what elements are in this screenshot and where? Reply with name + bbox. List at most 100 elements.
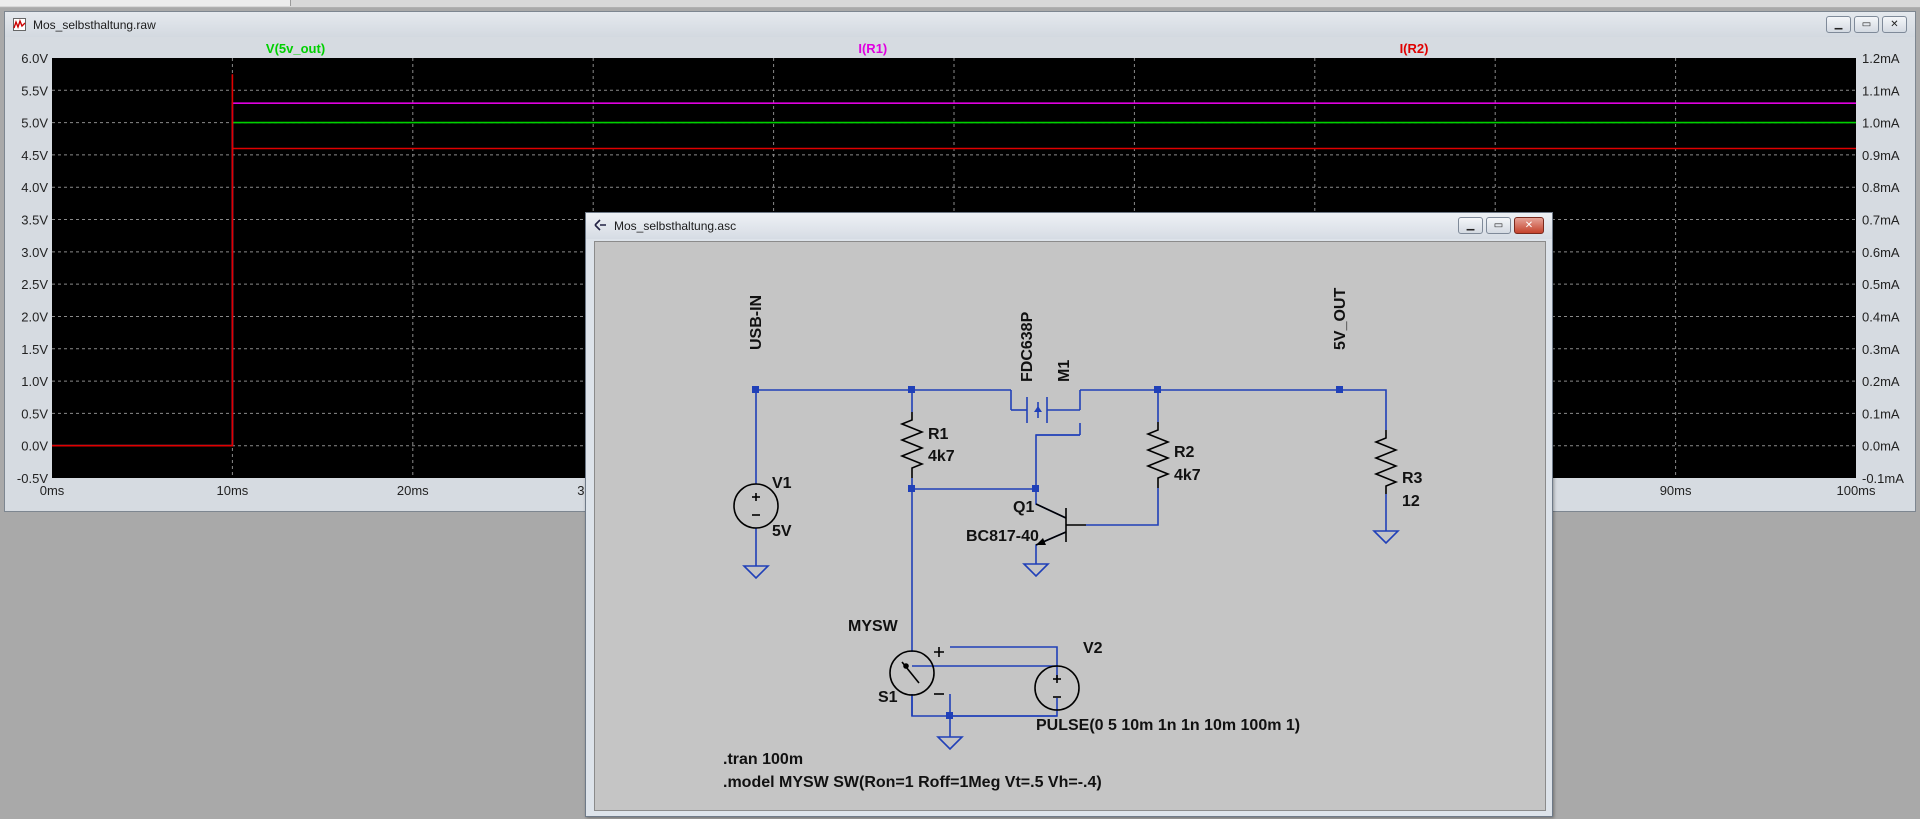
maximize-icon: ▭ [1493,219,1504,231]
schematic-wires [755,389,1387,737]
schematic-titlebar[interactable]: Mos_selbsthaltung.asc ▁ ▭ ✕ [586,213,1552,239]
y-left-tick-label: 3.0V [21,245,48,260]
close-button[interactable]: ✕ [1514,217,1544,234]
ground-icon [1372,530,1400,545]
ground-icon [1022,563,1050,578]
plot-traces [52,74,1856,447]
maximize-button[interactable]: ▭ [1854,16,1879,33]
y-left-tick-label: 0.5V [21,406,48,421]
y-left-tick-label: -0.5V [17,471,48,486]
close-icon: ✕ [1890,18,1899,30]
r3-name-label: R3 [1402,470,1423,487]
waveform-app-icon [13,18,26,31]
waveform-window-title: Mos_selbsthaltung.raw [33,18,156,32]
y-right-tick-label: 0.6mA [1862,245,1900,260]
schematic-window: Mos_selbsthaltung.asc ▁ ▭ ✕ [585,212,1553,817]
x-tick-label: 90ms [1660,483,1692,498]
directive-tran: .tran 100m [723,751,803,768]
y-left-tick-label: 6.0V [21,51,48,66]
ground-icon [742,565,770,580]
directive-model: .model MYSW SW(Ron=1 Roff=1Meg Vt=.5 Vh=… [723,774,1102,791]
y-left-tick-label: 4.5V [21,148,48,163]
y-left-tick-label: 2.5V [21,277,48,292]
minimize-button[interactable]: ▁ [1458,217,1483,234]
ground-icon [936,736,964,751]
maximize-button[interactable]: ▭ [1486,217,1511,234]
r2-value-label: 4k7 [1174,467,1201,484]
y-right-tick-label: 0.9mA [1862,148,1900,163]
x-tick-label: 100ms [1836,483,1876,498]
v1-name-label: V1 [772,475,792,492]
m1-name-label: M1 [1056,360,1073,382]
net-label-usb-in: USB-IN [748,295,765,350]
y-left-tick-label: 0.0V [21,439,48,454]
y-right-tick-label: 0.0mA [1862,439,1900,454]
switch-s1[interactable] [889,647,944,696]
r1-name-label: R1 [928,426,949,443]
voltage-source-v1[interactable] [733,483,779,529]
y-right-tick-label: 0.7mA [1862,213,1900,228]
v2-name-label: V2 [1083,640,1103,657]
ground-symbols [742,530,1400,751]
close-icon: ✕ [1524,219,1534,231]
legend-label: I(R2) [1400,41,1429,56]
junction-dots [752,386,1343,719]
y-right-tick-label: 0.4mA [1862,309,1900,324]
legend-label: V(5v_out) [266,41,325,56]
q1-name-label: Q1 [1013,499,1034,516]
y-left-tick-label: 5.0V [21,116,48,131]
x-tick-label: 10ms [217,483,249,498]
y-right-tick-label: 0.5mA [1862,277,1900,292]
m1-model-label: FDC638P [1019,311,1036,382]
y-right-tick-label: 1.1mA [1862,83,1900,98]
resistor-r1[interactable] [899,412,925,478]
waveform-titlebar[interactable]: Mos_selbsthaltung.raw ▁ ▭ ✕ [5,12,1915,37]
y-right-tick-label: 1.0mA [1862,116,1900,131]
net-label-5v-out: 5V_OUT [1332,288,1349,350]
schematic-canvas[interactable]: USB-IN 5V_OUT FDC638P M1 R1 4k7 R2 4k7 R… [594,241,1546,811]
minimize-button[interactable]: ▁ [1826,16,1851,33]
resistor-r3[interactable] [1373,430,1399,494]
y-right-tick-label: 0.8mA [1862,180,1900,195]
top-strip [0,0,1920,8]
mosfet-m1-symbol[interactable] [1010,390,1081,436]
y-left-tick-label: 3.5V [21,213,48,228]
y-left-tick-label: 5.5V [21,83,48,98]
y-right-tick-label: -0.1mA [1862,471,1904,486]
schematic-window-title: Mos_selbsthaltung.asc [614,219,737,233]
close-button[interactable]: ✕ [1882,16,1907,33]
y-left-tick-label: 1.5V [21,342,48,357]
minimize-icon: ▁ [1466,219,1475,231]
wire-q1-emitter [1035,531,1067,564]
wire-switch-plus [950,646,1058,666]
wire-gate [1035,434,1080,489]
s1-name-label: S1 [878,689,898,706]
voltage-source-v2[interactable] [1034,665,1080,711]
y-left-tick-label: 1.0V [21,374,48,389]
resistor-r2[interactable] [1145,422,1171,488]
minimize-icon: ▁ [1834,18,1843,30]
trace-i-r2- [52,74,1856,447]
q1-model-label: BC817-40 [966,528,1039,545]
switch-model-label: MYSW [848,618,899,635]
x-tick-label: 20ms [397,483,429,498]
plot-legend: V(5v_out)I(R1)I(R2) [266,41,1429,56]
schematic-drawing: USB-IN 5V_OUT FDC638P M1 R1 4k7 R2 4k7 R… [723,288,1423,791]
r1-value-label: 4k7 [928,448,955,465]
tab-strip-item[interactable] [0,0,291,6]
r2-name-label: R2 [1174,444,1195,461]
r3-value-label: 12 [1402,493,1420,510]
transistor-q1[interactable] [1035,503,1086,546]
wire-q1-collector [1035,489,1067,519]
x-tick-label: 0ms [40,483,65,498]
schematic-app-icon [594,219,606,231]
y-right-tick-label: 0.1mA [1862,406,1900,421]
v2-value-label: PULSE(0 5 10m 1n 1n 10m 100m 1) [1036,717,1300,734]
y-left-tick-label: 2.0V [21,309,48,324]
wire-top-right [1080,389,1387,430]
schematic-labels: USB-IN 5V_OUT FDC638P M1 R1 4k7 R2 4k7 R… [723,288,1423,791]
y-right-tick-label: 1.2mA [1862,51,1900,66]
wire-r2 [1086,390,1159,526]
maximize-icon: ▭ [1861,18,1872,30]
y-left-tick-label: 4.0V [21,180,48,195]
